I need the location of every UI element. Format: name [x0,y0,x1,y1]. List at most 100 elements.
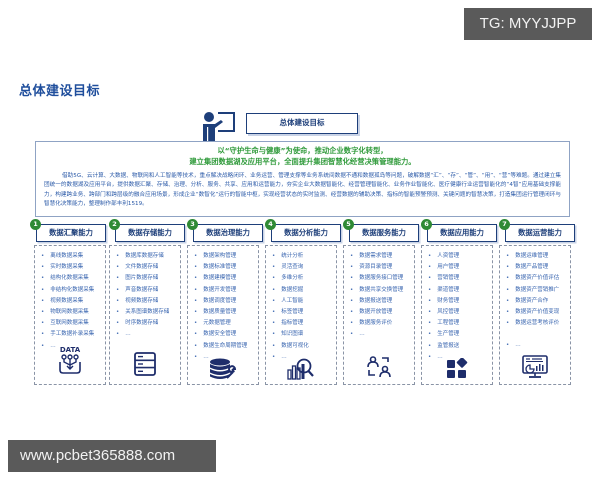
list-item: 数据产品管理 [506,262,570,273]
capability-list: 数据运维管理 数据产品管理 数据资产价值评估 数据资产营销推广 数据资产合作 数… [500,246,570,352]
list-item: 生产管理 [428,329,492,340]
list-item: 手工数据补录采集 [41,329,105,340]
list-item: 数据安全管理 [194,329,258,340]
capability-number-badge: 5 [343,219,354,230]
list-item: 数据运营考核评价 [506,318,570,329]
goal-title-box: 总体建设目标 [246,113,358,134]
list-item: 数据需求管理 [350,251,414,262]
list-item: 离线数据采集 [41,251,105,262]
list-item: 数据共享交换管理 [350,285,414,296]
capability-header-analysis: 数据分析能力 [271,224,341,242]
list-item: 数据质量管理 [194,307,258,318]
list-item: 渠道管理 [428,285,492,296]
list-item: 人工智能 [272,296,336,307]
capability-header-service: 数据服务能力 [349,224,419,242]
mission-panel: 以“守护生命与健康”为使命，推动企业数字化转型， 建立集团数据湖及应用平台，全面… [35,141,570,217]
list-item: 统计分析 [272,251,336,262]
mission-statement-line-1: 以“守护生命与健康”为使命，推动企业数字化转型， [217,146,388,155]
data-collection-icon: DATA [58,346,82,378]
database-wrench-icon [210,358,237,379]
mission-statement-line-2: 建立集团数据湖及应用平台，全面提升集团智慧化经营决策管理能力。 [189,157,416,166]
list-item: 数据开放管理 [350,307,414,318]
list-item: 数据建模管理 [194,273,258,284]
list-item: 营销管理 [428,273,492,284]
capability-number-badge: 2 [109,219,120,230]
list-item: 物联网数据采集 [41,307,105,318]
presenter-icon [203,112,235,141]
capability-header-aggregation: 数据汇聚能力 [36,224,106,242]
list-item: … [350,329,414,340]
capability-column-service: 数据需求管理 资源目录管理 数据服务接口管理 数据共享交换管理 数据报送管理 数… [343,245,415,385]
list-item: 指标管理 [272,318,336,329]
list-item: 数据挖掘 [272,285,336,296]
capability-header-storage: 数据存储能力 [115,224,185,242]
list-item: … [41,341,105,352]
list-item: 数据开发管理 [194,285,258,296]
list-item: 非结构化数据采集 [41,285,105,296]
list-item: 视频数据存储 [116,296,180,307]
list-item: 数据库数据存储 [116,251,180,262]
capability-number-badge: 7 [499,219,510,230]
capability-number-badge: 3 [187,219,198,230]
page-title: 总体建设目标 [19,84,101,99]
data-label: DATA [59,346,81,354]
list-item: 资源目录管理 [350,262,414,273]
capability-column-governance: 数据架构管理 数据标准管理 数据建模管理 数据开发管理 数据调度管理 数据质量管… [187,245,259,385]
list-item: … [506,340,570,351]
list-item: 监管报送 [428,341,492,352]
capability-list: 数据需求管理 资源目录管理 数据服务接口管理 数据共享交换管理 数据报送管理 数… [344,246,414,341]
capability-number-badge: 6 [421,219,432,230]
list-item: 数据生命周期管理 [194,341,258,352]
list-item: 风控管理 [428,307,492,318]
list-item: 数据服务接口管理 [350,273,414,284]
list-item: 文件数据存储 [116,262,180,273]
list-item: 多维分析 [272,273,336,284]
list-item: 知识图谱 [272,329,336,340]
list-item: 数据报送管理 [350,296,414,307]
watermark-url: www.pcbet365888.com [8,440,216,472]
capability-number-badge: 4 [265,219,276,230]
list-item: 元数据管理 [194,318,258,329]
capability-column-storage: 数据库数据存储 文件数据存储 图片数据存储 声音数据存储 视频数据存储 关系图谱… [109,245,181,385]
watermark-tg: TG: MYYJJPP [464,8,592,40]
list-item: 声音数据存储 [116,285,180,296]
list-item: 数据架构管理 [194,251,258,262]
list-item: 数据资产价值变现 [506,307,570,318]
capability-column-analysis: 统计分析 灵活查询 多维分析 数据挖掘 人工智能 标签管理 指标管理 知识图谱 … [265,245,337,385]
list-item: 数据资产价值评估 [506,273,570,284]
list-item: 实时数据采集 [41,262,105,273]
list-item: … [116,329,180,340]
capability-number-badge: 1 [30,219,41,230]
list-item: 工程管理 [428,318,492,329]
list-item: 数据运维管理 [506,251,570,262]
capability-list: 人资管理 用户管理 营销管理 渠道管理 财务管理 风控管理 工程管理 生产管理 … [422,246,492,363]
capability-column-operations: 数据运维管理 数据产品管理 数据资产价值评估 数据资产营销推广 数据资产合作 数… [499,245,571,385]
user-exchange-icon [367,356,391,378]
capability-list: 数据架构管理 数据标准管理 数据建模管理 数据开发管理 数据调度管理 数据质量管… [188,246,258,363]
list-item: 互联网数据采集 [41,318,105,329]
list-item: 数据调度管理 [194,296,258,307]
list-item: 数据服务评价 [350,318,414,329]
mission-description: 借助5G、云计算、大数据、物联网和人工智能等技术，重点解决战略闭环、业务运营、管… [44,173,561,208]
list-item: 标签管理 [272,307,336,318]
list-item: 关系图谱数据存储 [116,307,180,318]
list-item: 时序数据存储 [116,318,180,329]
list-item: 用户管理 [428,262,492,273]
list-item: 数据资产合作 [506,296,570,307]
app-grid-icon [447,358,468,378]
capability-column-application: 人资管理 用户管理 营销管理 渠道管理 财务管理 风控管理 工程管理 生产管理 … [421,245,493,385]
list-item: … [194,352,258,363]
capability-header-governance: 数据治理能力 [193,224,263,242]
dashboard-monitor-icon [522,355,548,378]
list-item: 视频数据采集 [41,296,105,307]
list-item: … [272,352,336,363]
list-item: 人资管理 [428,251,492,262]
capability-list: 离线数据采集 实时数据采集 结构化数据采集 非结构化数据采集 视频数据采集 物联… [35,246,105,352]
capability-header-operations: 数据运营能力 [505,224,575,242]
list-item: 数据标准管理 [194,262,258,273]
list-item: 数据资产营销推广 [506,285,570,296]
list-item: 财务管理 [428,296,492,307]
list-item: 数据可视化 [272,341,336,352]
list-item: 结构化数据采集 [41,273,105,284]
capability-column-aggregation: 离线数据采集 实时数据采集 结构化数据采集 非结构化数据采集 视频数据采集 物联… [34,245,106,385]
